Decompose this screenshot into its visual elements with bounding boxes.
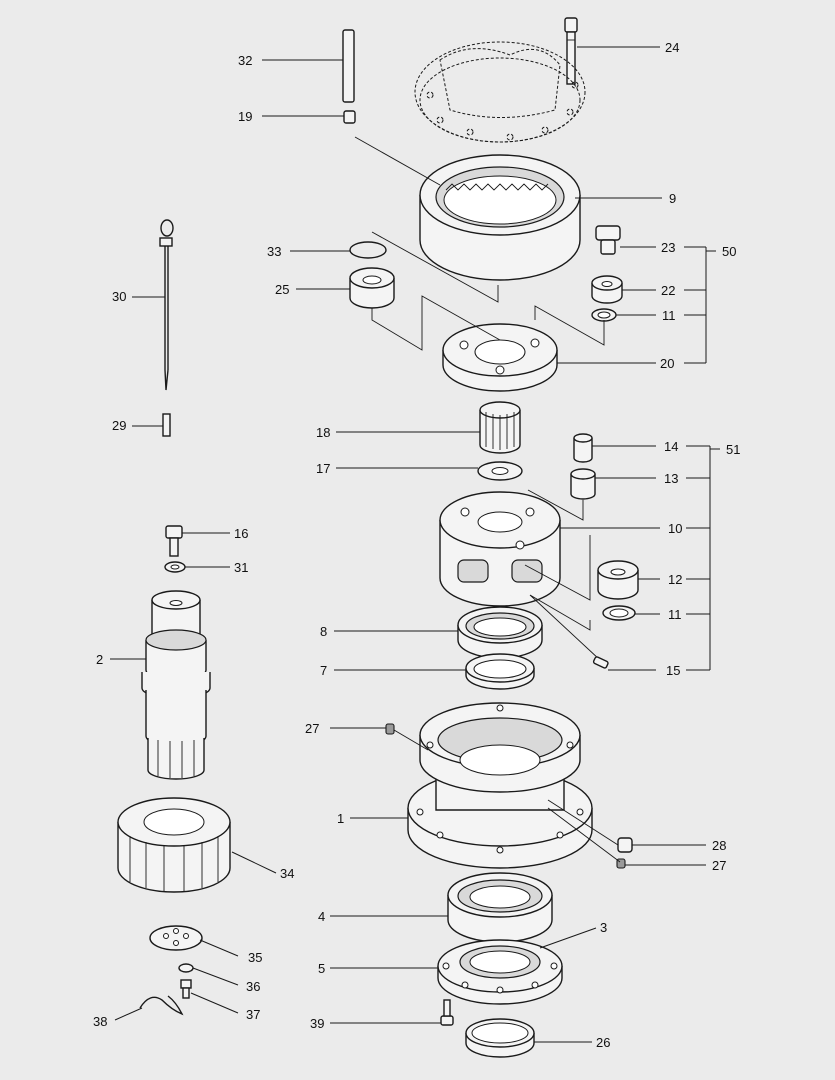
- part-13-bushing: [570, 468, 596, 500]
- part-11a-washer: [591, 308, 617, 322]
- alignment-lines-upper: [354, 136, 605, 351]
- callout-39: 39: [310, 1016, 324, 1031]
- part-29-tube: [162, 413, 171, 437]
- part-37-bolt: [180, 979, 192, 999]
- callout-24: 24: [665, 40, 679, 55]
- callout-12: 12: [668, 572, 682, 587]
- leader-lines: [110, 46, 720, 1043]
- callout-28: 28: [712, 838, 726, 853]
- callout-10: 10: [668, 521, 682, 536]
- part-3-oil-seal: [459, 945, 541, 979]
- part-2-pinion-shaft: [141, 590, 211, 780]
- callout-23: 23: [661, 240, 675, 255]
- part-23-pin: [595, 225, 621, 255]
- callout-20: 20: [660, 356, 674, 371]
- callout-35: 35: [248, 950, 262, 965]
- callout-50: 50: [722, 244, 736, 259]
- callout-36: 36: [246, 979, 260, 994]
- part-31-washer: [164, 561, 186, 573]
- callout-15: 15: [666, 663, 680, 678]
- callout-51: 51: [726, 442, 740, 457]
- part-28-plug: [617, 837, 633, 853]
- part-12-planet-gear: [597, 560, 639, 600]
- callout-33: 33: [267, 244, 281, 259]
- callout-22: 22: [661, 283, 675, 298]
- part-33-snap-ring: [349, 241, 387, 259]
- part-4-bearing: [447, 872, 553, 943]
- part-11b-washer: [602, 605, 636, 621]
- callout-9: 9: [669, 191, 676, 206]
- callout-25: 25: [275, 282, 289, 297]
- callout-29: 29: [112, 418, 126, 433]
- part-18-sun-gear: [479, 401, 521, 454]
- top-flange-ghost: [414, 41, 586, 143]
- callout-14: 14: [664, 439, 678, 454]
- part-38-wire-clip: [139, 995, 184, 1016]
- callout-7: 7: [320, 663, 327, 678]
- callout-2: 2: [96, 652, 103, 667]
- callout-26: 26: [596, 1035, 610, 1050]
- callout-37: 37: [246, 1007, 260, 1022]
- part-22-gear: [591, 275, 623, 304]
- callout-16: 16: [234, 526, 248, 541]
- callout-13: 13: [664, 471, 678, 486]
- part-19-bushing: [343, 110, 356, 124]
- part-24-bolt: [564, 17, 578, 85]
- part-30-dipstick: [159, 219, 174, 391]
- part-14-pin: [573, 433, 593, 463]
- part-35-cover-plate: [149, 925, 203, 951]
- alignment-lines-middle: [524, 489, 601, 661]
- callout-27-lower: 27: [712, 858, 726, 873]
- part-39-bolt: [440, 999, 454, 1026]
- alignment-lines-lower: [393, 729, 621, 863]
- callout-1: 1: [337, 811, 344, 826]
- callout-30: 30: [112, 289, 126, 304]
- callout-32: 32: [238, 53, 252, 68]
- callout-38: 38: [93, 1014, 107, 1029]
- part-15-plug: [592, 656, 609, 669]
- callout-8: 8: [320, 624, 327, 639]
- callout-34: 34: [280, 866, 294, 881]
- part-20-carrier: [442, 323, 558, 392]
- callout-4: 4: [318, 909, 325, 924]
- part-7-oil-seal: [465, 653, 535, 690]
- part-17-thrust-washer: [477, 461, 523, 481]
- part-8-bearing: [457, 606, 543, 659]
- part-36-washer: [178, 963, 194, 973]
- part-34-pinion: [117, 797, 231, 893]
- part-32-pin: [342, 29, 355, 103]
- callout-17: 17: [316, 461, 330, 476]
- callout-11-lower: 11: [668, 607, 682, 622]
- part-1-housing: [407, 702, 593, 869]
- callout-11-upper: 11: [662, 308, 676, 323]
- callout-27-upper: 27: [305, 721, 319, 736]
- callout-19: 19: [238, 109, 252, 124]
- callout-labels: 32 19 24 9 33 25 23 50 22 11 20 30 29 18…: [93, 40, 740, 1050]
- part-27a-plug: [385, 723, 395, 735]
- callout-5: 5: [318, 961, 325, 976]
- callout-18: 18: [316, 425, 330, 440]
- callout-3: 3: [600, 920, 607, 935]
- part-25-planet-gear: [349, 267, 395, 309]
- part-9-ring-gear: [419, 154, 581, 281]
- part-10-carrier: [439, 491, 561, 607]
- part-16-bolt: [165, 525, 183, 557]
- callout-31: 31: [234, 560, 248, 575]
- part-26-ring: [465, 1018, 535, 1058]
